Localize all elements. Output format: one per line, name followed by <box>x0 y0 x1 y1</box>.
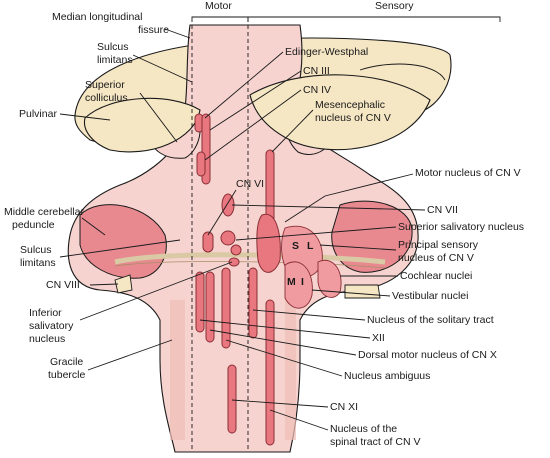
cn-viii-band <box>114 252 386 265</box>
label-sulcus-limitans-top: Sulcus limitans <box>97 41 133 66</box>
label-cn-xii: XII <box>372 332 385 344</box>
label-edinger-westphal: Edinger-Westphal <box>285 46 368 58</box>
mark-i: I <box>301 276 304 288</box>
label-cn-vi: CN VI <box>236 178 264 190</box>
dorsal-motor-nucleus-shape <box>205 271 215 343</box>
superior-salivatory-nucleus-shape <box>230 244 242 256</box>
nuclei <box>194 113 342 446</box>
labels-right: Edinger-Westphal CN III CN IV Mesencepha… <box>199 46 524 448</box>
cn-vii-nucleus <box>220 230 236 246</box>
cn-xii-nucleus <box>195 271 205 333</box>
motor-nucleus-cn-v-shape <box>256 213 281 273</box>
label-vestibular-nuclei: Vestibular nuclei <box>392 290 468 302</box>
label-cn-iv: CN IV <box>303 84 331 96</box>
header: Motor Sensory <box>191 0 501 22</box>
inline-marks: S L M I <box>287 240 314 288</box>
thalamus-right <box>249 74 431 151</box>
label-principal-sensory-nucleus: Principal sensory nucleus of CN V <box>398 239 481 264</box>
label-cn-vii: CN VII <box>427 204 458 216</box>
label-middle-cerebellar-peduncle: Middle cerebellar peduncle <box>4 206 87 231</box>
label-pulvinar: Pulvinar <box>19 108 57 120</box>
label-mesencephalic-nucleus: Mesencephalic nucleus of CN V <box>315 99 391 124</box>
mark-s: S <box>292 240 299 252</box>
label-nucleus-solitary-tract: Nucleus of the solitary tract <box>367 314 494 326</box>
mark-l: L <box>307 240 314 252</box>
thalamus-contour <box>359 63 446 81</box>
label-inferior-salivatory-nucleus: Inferior salivatory nucleus <box>29 307 76 345</box>
inferior-salivatory-nucleus-shape <box>228 257 240 267</box>
cn-iv-nucleus <box>196 151 206 177</box>
label-median-longitudinal-fissure: Median longitudinal fissure <box>52 11 169 36</box>
sensory-bracket <box>247 16 501 22</box>
labels-left: Median longitudinal fissure Sulcus limit… <box>4 11 233 381</box>
motor-header: Motor <box>205 0 232 12</box>
label-dorsal-motor-nucleus-cn-x: Dorsal motor nucleus of CN X <box>358 349 497 361</box>
cn-viii-stump-right <box>344 284 381 299</box>
brainstem-outline <box>67 24 419 453</box>
spinal-tract-nucleus <box>265 299 275 446</box>
label-sulcus-limitans-bottom: Sulcus limitans <box>20 244 56 269</box>
label-motor-nucleus-cn-v: Motor nucleus of CN V <box>415 167 521 179</box>
mark-m: M <box>287 276 296 288</box>
sensory-header: Sensory <box>375 0 414 12</box>
brainstem-body <box>67 24 431 453</box>
cn-vi-lower-nucleus <box>202 231 214 253</box>
label-nucleus-spinal-tract: Nucleus of the spinal tract of CN V <box>330 423 420 448</box>
nucleus-ambiguus-shape <box>221 267 231 349</box>
label-cn-xi: CN XI <box>330 401 358 413</box>
motor-bracket <box>191 16 249 22</box>
label-cn-viii: CN VIII <box>46 279 80 291</box>
solitary-tract-nucleus-shape <box>248 267 258 339</box>
cn-viii-stump-left <box>114 274 133 294</box>
vestibular-nucleus-shape <box>284 261 313 309</box>
label-gracile-tubercle: Gracile tubercle <box>48 356 86 381</box>
label-nucleus-ambiguus: Nucleus ambiguus <box>344 370 430 382</box>
label-superior-colliculus: Superior colliculus <box>85 79 128 104</box>
cn-xi-nucleus <box>227 364 237 434</box>
thalamus-left <box>83 97 201 153</box>
label-cochlear-nuclei: Cochlear nuclei <box>400 270 472 282</box>
label-superior-salivatory-nucleus: Superior salivatory nucleus <box>398 221 524 233</box>
label-cn-iii: CN III <box>303 65 330 77</box>
